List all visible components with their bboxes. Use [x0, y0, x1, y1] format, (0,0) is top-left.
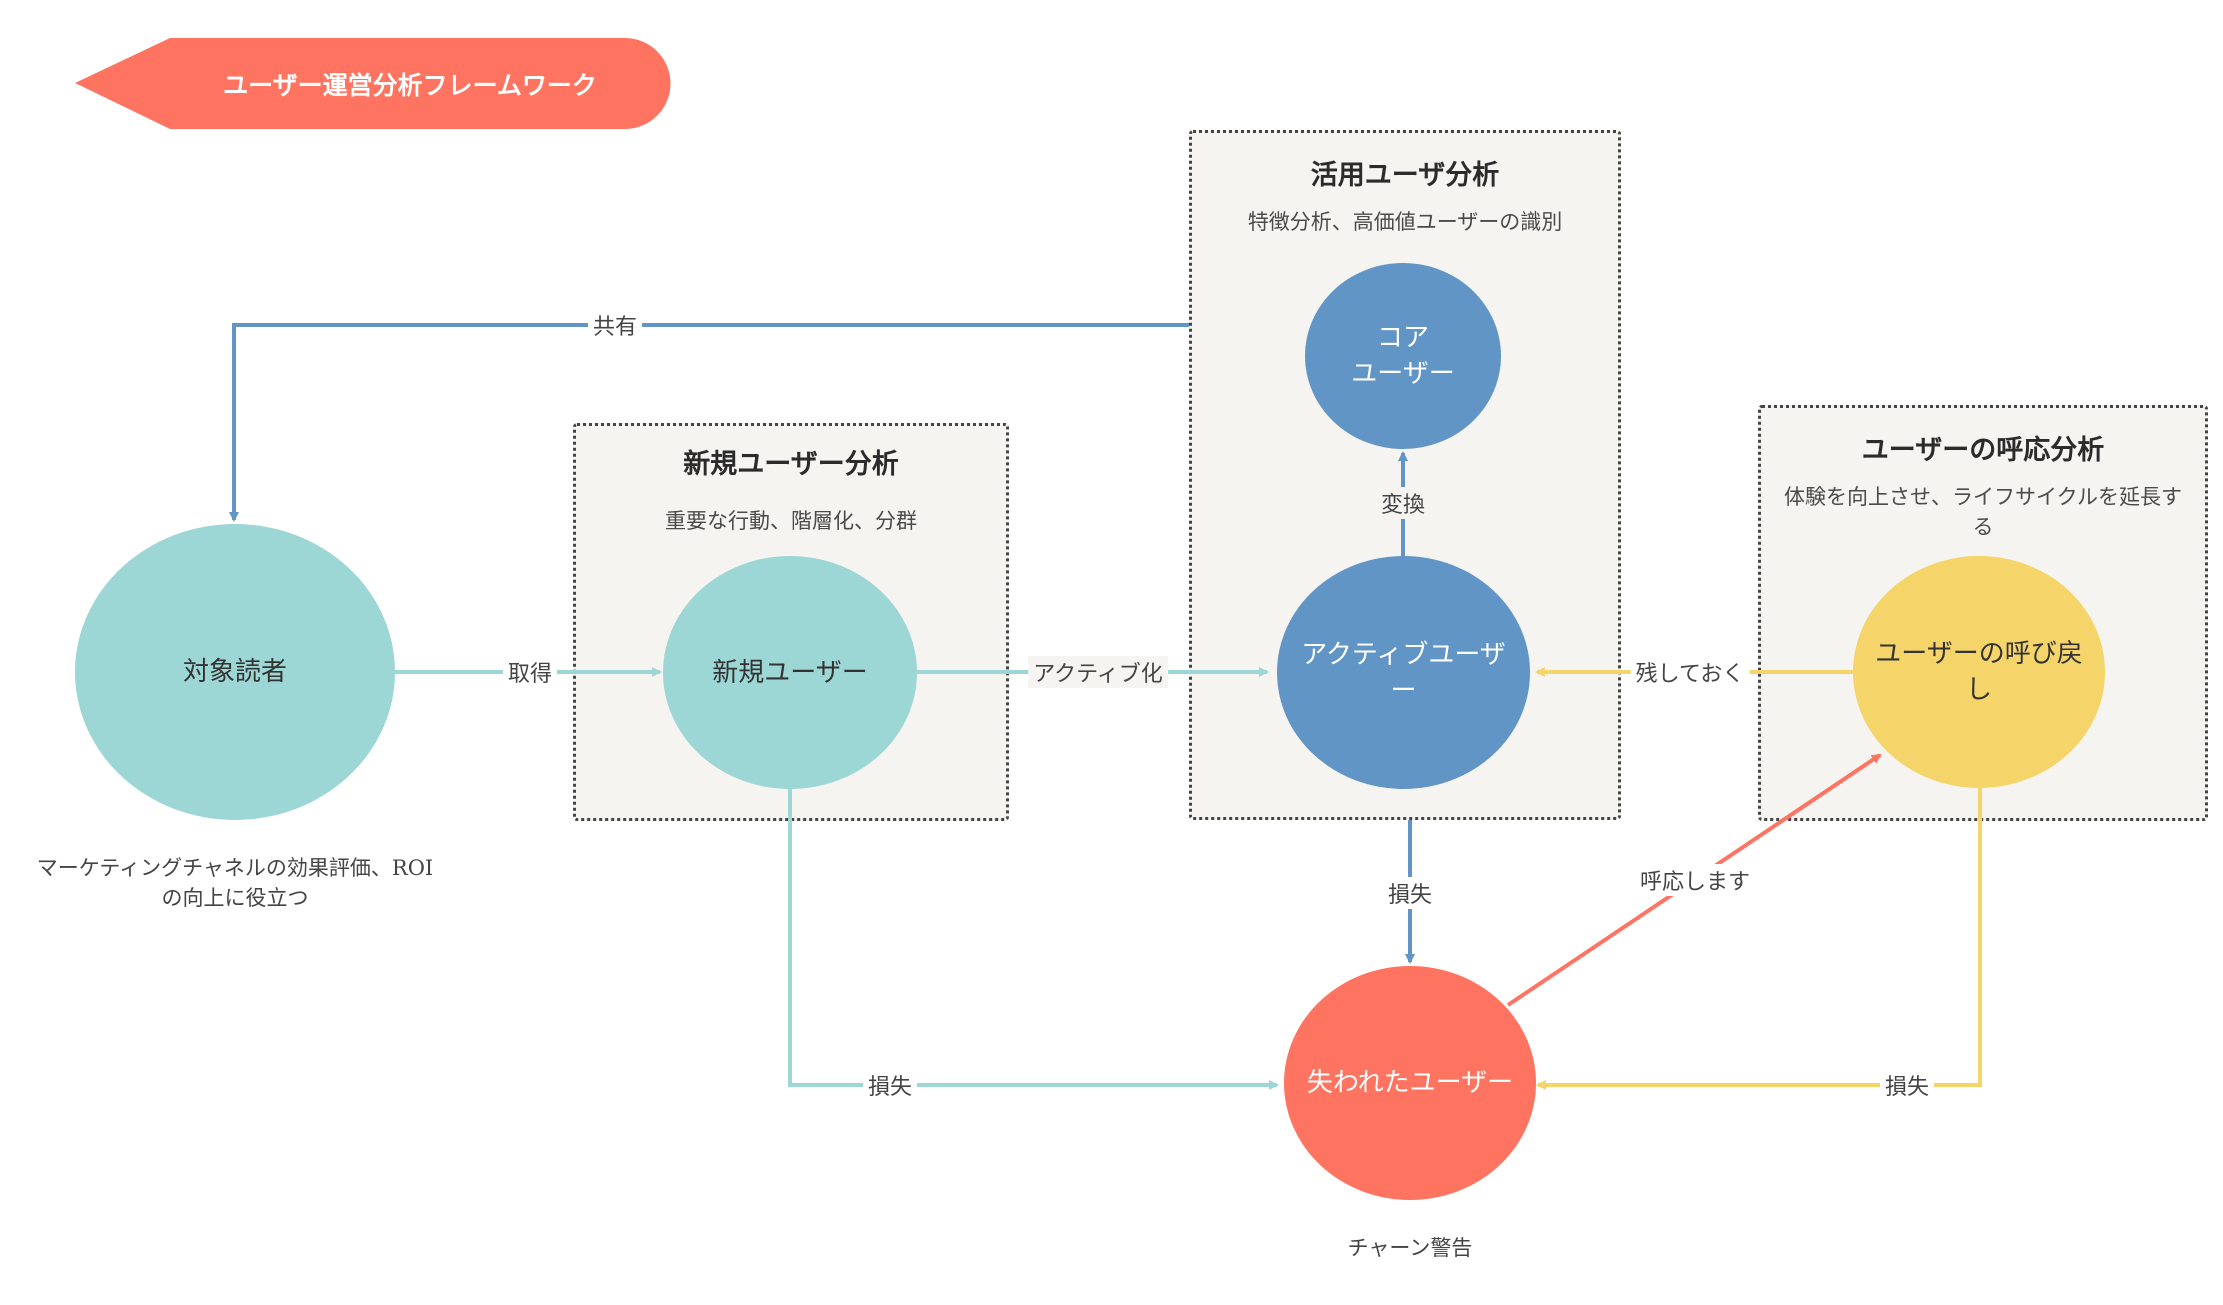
node-lost-user[interactable]: 失われたユーザー: [1284, 966, 1536, 1200]
node-new-user[interactable]: 新規ユーザー: [663, 556, 917, 789]
group-title-new-user: 新規ユーザー分析: [683, 449, 899, 480]
edge-label-convert: 変換: [1375, 487, 1431, 519]
edge-share: [229, 323, 1189, 522]
edge-lost-new: [788, 786, 1279, 1090]
edge-label-activate: アクティブ化: [1028, 656, 1168, 688]
group-desc-new-user: 重要な行動、階層化、分群: [665, 509, 917, 533]
edge-label-lost-active: 損失: [1382, 877, 1438, 909]
note-lost: チャーン警告: [1347, 1236, 1473, 1260]
edge-label-share: 共有: [587, 309, 643, 341]
edge-lost-recall: [1536, 788, 1982, 1090]
group-desc-response: 体験を向上させ、ライフサイクルを延長する: [1784, 485, 2182, 539]
group-title-active-user: 活用ユーザ分析: [1310, 160, 1500, 191]
edge-label-respond: 呼応します: [1634, 864, 1756, 896]
node-core-user[interactable]: コア ユーザー: [1305, 263, 1501, 449]
node-active-user[interactable]: アクティブユーザー: [1277, 556, 1530, 789]
edge-label-lost-recall: 損失: [1879, 1069, 1935, 1101]
edge-label-retain: 残しておく: [1630, 656, 1750, 688]
group-title-response: ユーザーの呼応分析: [1861, 435, 2105, 466]
edge-label-acquire: 取得: [502, 656, 558, 688]
group-desc-active-user: 特徴分析、高価値ユーザーの識別: [1247, 210, 1563, 234]
title-banner: ユーザー運営分析フレームワーク: [75, 38, 671, 129]
node-recall[interactable]: ユーザーの呼び戻し: [1853, 556, 2105, 788]
title-banner-shape: [75, 38, 671, 129]
page-title: ユーザー運営分析フレームワーク: [223, 70, 597, 100]
edge-label-lost-new: 損失: [862, 1069, 918, 1101]
note-audience: マーケティングチャネルの効果評価、ROI の向上に役立つ: [36, 856, 434, 910]
node-audience[interactable]: 対象読者: [75, 524, 395, 820]
